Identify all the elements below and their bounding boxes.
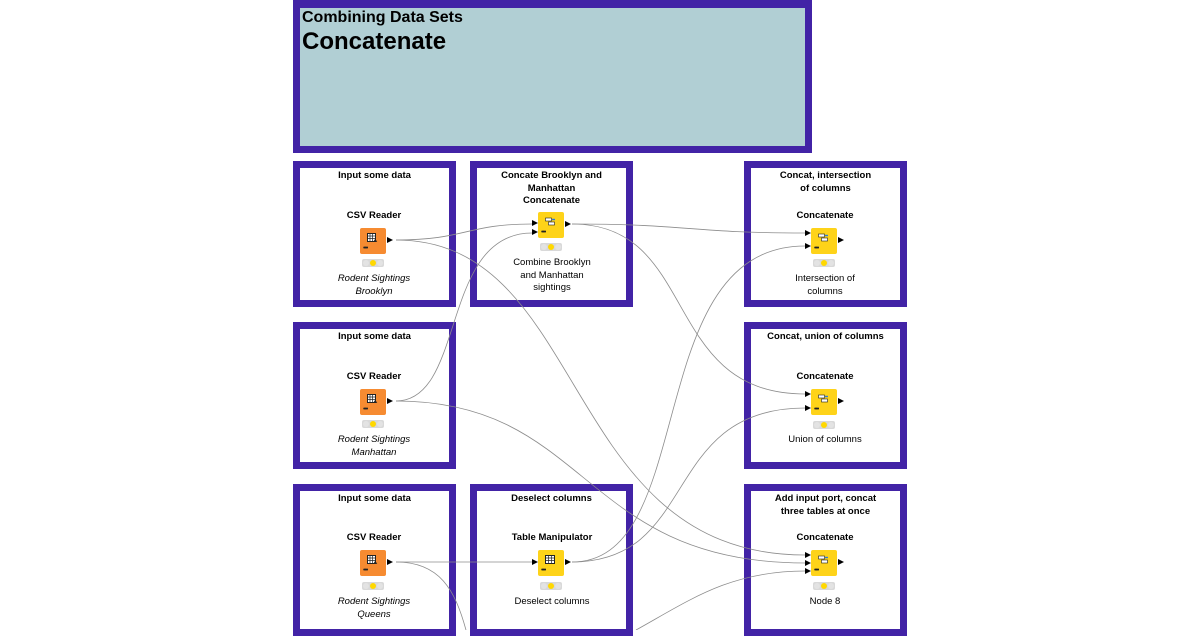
input-port[interactable] <box>532 220 538 226</box>
workflow-subtitle: Combining Data Sets <box>302 9 463 26</box>
concatenate-icon[interactable]: ••• <box>811 550 837 576</box>
output-port[interactable] <box>838 237 844 243</box>
node-title: CSV Reader <box>346 532 402 543</box>
annotation-label: Add input port, concat three tables at o… <box>774 493 877 517</box>
node-description: Rodent Sightings Brooklyn <box>337 273 411 297</box>
node-description: Deselect columns <box>514 596 590 607</box>
concatenate-icon[interactable]: ••• <box>538 212 564 238</box>
annotation-label: Concate Brooklyn and Manhattan Concatena… <box>501 170 602 206</box>
output-port[interactable] <box>387 237 393 243</box>
output-port[interactable] <box>387 398 393 404</box>
node-title: Concatenate <box>796 210 854 221</box>
node-description: Intersection of columns <box>795 273 855 297</box>
node-status-indicator <box>362 582 384 590</box>
input-port[interactable] <box>805 405 811 411</box>
node-description: Union of columns <box>788 434 862 445</box>
node-description: Combine Brooklyn and Manhattan sightings <box>513 257 591 293</box>
output-port[interactable] <box>838 559 844 565</box>
annotation-label: Input some data <box>338 170 411 181</box>
input-port[interactable] <box>805 243 811 249</box>
output-port[interactable] <box>387 559 393 565</box>
node-description: Rodent Sightings Queens <box>337 596 411 620</box>
node-status-indicator <box>540 243 562 251</box>
node-status-indicator <box>813 582 835 590</box>
input-port[interactable] <box>805 560 811 566</box>
annotation-label: Input some data <box>338 493 411 504</box>
concatenate-icon[interactable]: ••• <box>811 389 837 415</box>
table-read-icon[interactable]: ••• <box>360 228 386 254</box>
node-status-indicator <box>362 420 384 428</box>
node-status-indicator <box>540 582 562 590</box>
node-description: Rodent Sightings Manhattan <box>337 434 411 458</box>
node-description: Node 8 <box>809 596 841 607</box>
node-status-indicator <box>813 259 835 267</box>
input-port[interactable] <box>805 568 811 574</box>
annotation-label: Concat, union of columns <box>767 331 884 342</box>
input-port[interactable] <box>532 229 538 235</box>
input-port[interactable] <box>805 391 811 397</box>
workflow-title: Concatenate <box>302 28 447 55</box>
annotation-label: Input some data <box>338 331 411 342</box>
output-port[interactable] <box>565 559 571 565</box>
node-title: CSV Reader <box>346 210 402 221</box>
node-status-indicator <box>813 421 835 429</box>
node-title: Table Manipulator <box>511 532 593 543</box>
node-status-indicator <box>362 259 384 267</box>
table-read-icon[interactable]: ••• <box>360 550 386 576</box>
input-port[interactable] <box>805 552 811 558</box>
node-title: Concatenate <box>796 371 854 382</box>
workflow-title-annotation: Combining Data Sets Concatenate <box>293 0 812 153</box>
node-title: Concatenate <box>796 532 854 543</box>
output-port[interactable] <box>838 398 844 404</box>
annotation-label: Concat, intersection of columns <box>779 170 872 194</box>
concatenate-icon[interactable]: ••• <box>811 228 837 254</box>
annotation-label: Deselect columns <box>511 493 592 504</box>
node-title: CSV Reader <box>346 371 402 382</box>
table-read-icon[interactable]: ••• <box>360 389 386 415</box>
table-manipulator-icon[interactable]: ••• <box>538 550 564 576</box>
output-port[interactable] <box>565 221 571 227</box>
input-port[interactable] <box>805 230 811 236</box>
input-port[interactable] <box>532 559 538 565</box>
